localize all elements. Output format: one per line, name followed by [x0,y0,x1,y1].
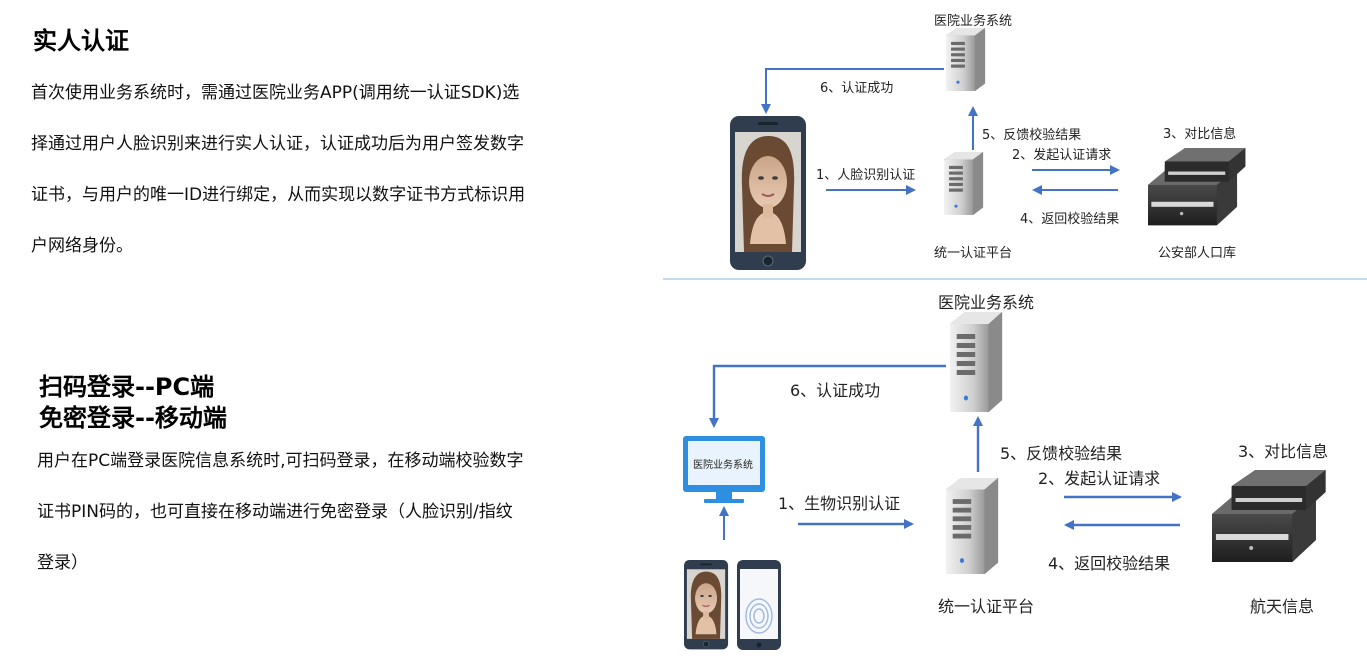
diagram1-hospital-server [946,28,986,91]
diagram2-step6-label: 6、认证成功 [790,381,881,400]
diagram1-police-database [1148,148,1246,226]
diagram2-aerospace-database [1212,470,1326,562]
section2-line-3: 登录） [37,553,88,573]
fingerprint-icon [745,598,773,634]
diagram2-arrow-success [709,364,946,428]
diagram2-platform-label: 统一认证平台 [938,597,1035,616]
diagram2-fingerprint-phone [737,560,781,650]
section2-paragraph: 用户在PC端登录医院信息系统时,可扫码登录，在移动端校验数字 证书PIN码的，也… [37,436,657,589]
diagram1-platform-server [944,152,984,215]
section1-line-4: 户网络身份。 [31,236,133,256]
diagram1-step5-label: 5、反馈校验结果 [982,128,1082,143]
diagram1-step2-label: 2、发起认证请求 [1012,148,1112,163]
section1-paragraph: 首次使用业务系统时，需通过医院业务APP(调用统一认证SDK)选 择通过用户人脸… [31,68,651,272]
section1-title: 实人认证 [33,27,129,55]
diagram1-arrow-success [761,68,944,114]
diagram2-step3-label: 3、对比信息 [1238,442,1329,461]
diagram2-step4-label: 4、返回校验结果 [1048,554,1171,573]
diagram2-aerospace-label: 航天信息 [1250,597,1315,616]
diagram2-step1-label: 1、生物识别认证 [778,494,901,513]
diagram2-step5-label: 5、反馈校验结果 [1000,444,1123,463]
section2-title-line-2: 免密登录--移动端 [39,404,227,432]
diagram1-step6-label: 6、认证成功 [820,81,894,96]
section1-line-1: 首次使用业务系统时，需通过医院业务APP(调用统一认证SDK)选 [31,83,520,103]
diagram2-step2-label: 2、发起认证请求 [1038,469,1161,488]
section2-title-line-1: 扫码登录--PC端 [39,373,215,401]
diagram2-platform-server [946,478,999,574]
section2-line-1: 用户在PC端登录医院信息系统时,可扫码登录，在移动端校验数字 [37,451,524,471]
diagram1-step3-label: 3、对比信息 [1163,127,1237,142]
diagram2-pc-monitor [683,436,765,503]
diagram1-face-phone [729,115,807,271]
section2-line-2: 证书PIN码的，也可直接在移动端进行免密登录（人脸识别/指纹 [37,502,513,522]
diagram1-step4-label: 4、返回校验结果 [1020,212,1120,227]
diagram2-hospital-label: 医院业务系统 [938,293,1035,312]
diagram1-step1-label: 1、人脸识别认证 [816,168,916,183]
diagram1-police-label: 公安部人口库 [1158,246,1237,261]
section1-line-3: 证书，与用户的唯一ID进行绑定，从而实现以数字证书方式标识用 [31,185,526,205]
diagram2-face-phone [683,559,729,650]
diagram2-hospital-server [950,312,1003,412]
diagram1-platform-label: 统一认证平台 [934,246,1013,261]
section1-line-2: 择通过用户人脸识别来进行实人认证，认证成功后为用户签发数字 [31,134,524,154]
diagram2-monitor-text: 医院业务系统 [693,460,753,471]
diagram1-hospital-label: 医院业务系统 [934,14,1013,29]
